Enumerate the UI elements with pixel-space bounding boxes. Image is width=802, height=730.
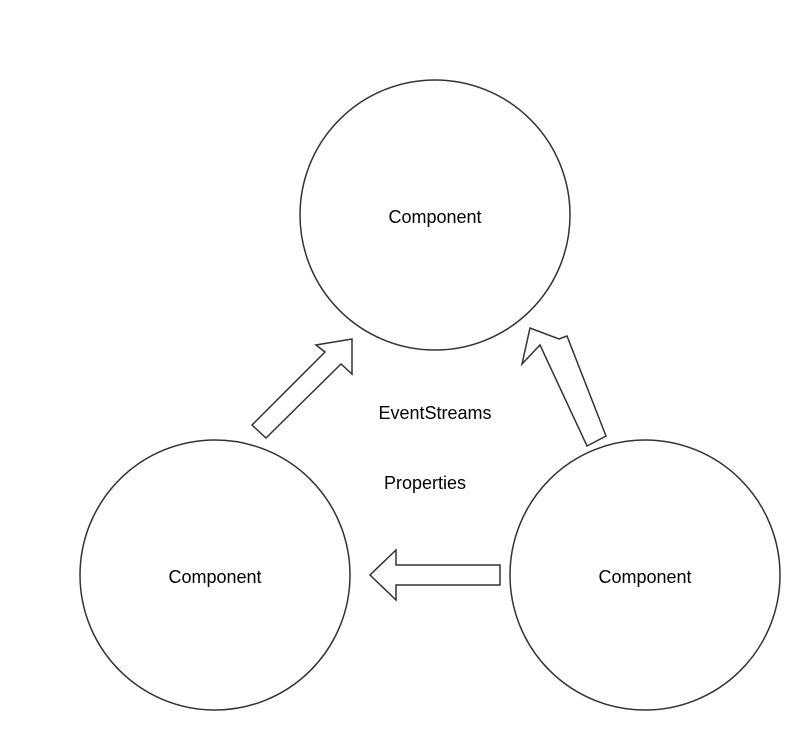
component-node-bottom-left[interactable]: Component bbox=[79, 439, 351, 711]
component-node-top[interactable]: Component bbox=[299, 79, 571, 351]
arrow-bottom-left-to-top[interactable] bbox=[250, 338, 353, 440]
arrow-bottom-right-to-bottom-left[interactable] bbox=[368, 548, 501, 602]
component-label-top: Component bbox=[388, 207, 481, 227]
component-circle-bottom-left bbox=[79, 439, 351, 711]
component-label-bottom-left: Component bbox=[168, 567, 261, 587]
properties-label: Properties bbox=[384, 473, 466, 493]
component-circle-bottom-right bbox=[509, 439, 781, 711]
component-node-bottom-right[interactable]: Component bbox=[509, 439, 781, 711]
event-streams-label: EventStreams bbox=[378, 403, 491, 423]
component-label-bottom-right: Component bbox=[598, 567, 691, 587]
component-circle-top bbox=[299, 79, 571, 351]
arrow-bottom-right-to-top[interactable] bbox=[520, 326, 607, 448]
